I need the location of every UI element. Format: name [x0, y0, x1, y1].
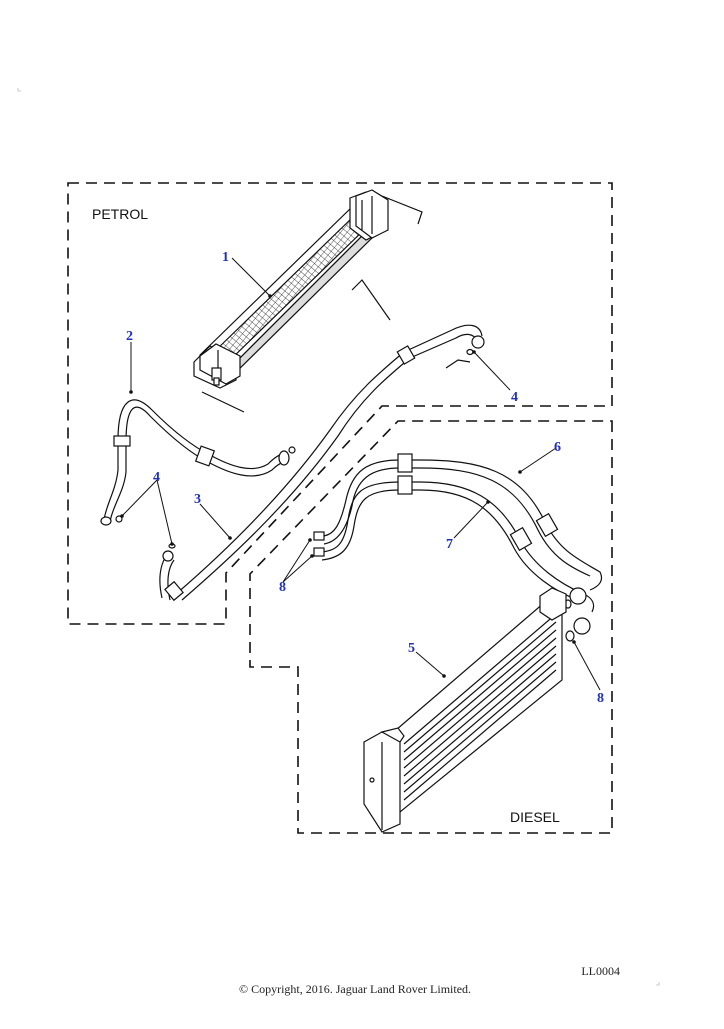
callout-1: 1 — [222, 250, 229, 265]
corner-mark-top — [17, 88, 21, 92]
copyright-notice: © Copyright, 2016. Jaguar Land Rover Lim… — [238, 982, 472, 996]
callout-4-left: 4 — [153, 470, 160, 485]
callout-5: 5 — [408, 641, 415, 656]
callout-leaders — [121, 257, 601, 691]
callout-6: 6 — [554, 440, 561, 455]
petrol-hose-left — [100, 399, 296, 526]
petrol-oil-cooler — [193, 189, 423, 413]
diesel-label: DIESEL — [510, 809, 560, 825]
petrol-label: PETROL — [92, 206, 148, 222]
callout-7: 7 — [446, 537, 453, 552]
petrol-section-boundary — [67, 182, 613, 625]
petrol-hose-long — [159, 324, 485, 602]
diesel-hoses — [313, 453, 603, 642]
callout-dots — [120, 294, 576, 678]
corner-mark-bottom — [656, 982, 660, 986]
diesel-section-boundary — [249, 420, 613, 834]
callout-3: 3 — [194, 492, 201, 507]
diesel-oil-cooler — [363, 587, 567, 833]
diagram-reference: LL0004 — [581, 964, 620, 978]
callout-8-right: 8 — [597, 691, 604, 706]
callout-2: 2 — [126, 329, 133, 344]
callout-8-left: 8 — [279, 580, 286, 595]
callout-4-right: 4 — [511, 390, 518, 405]
